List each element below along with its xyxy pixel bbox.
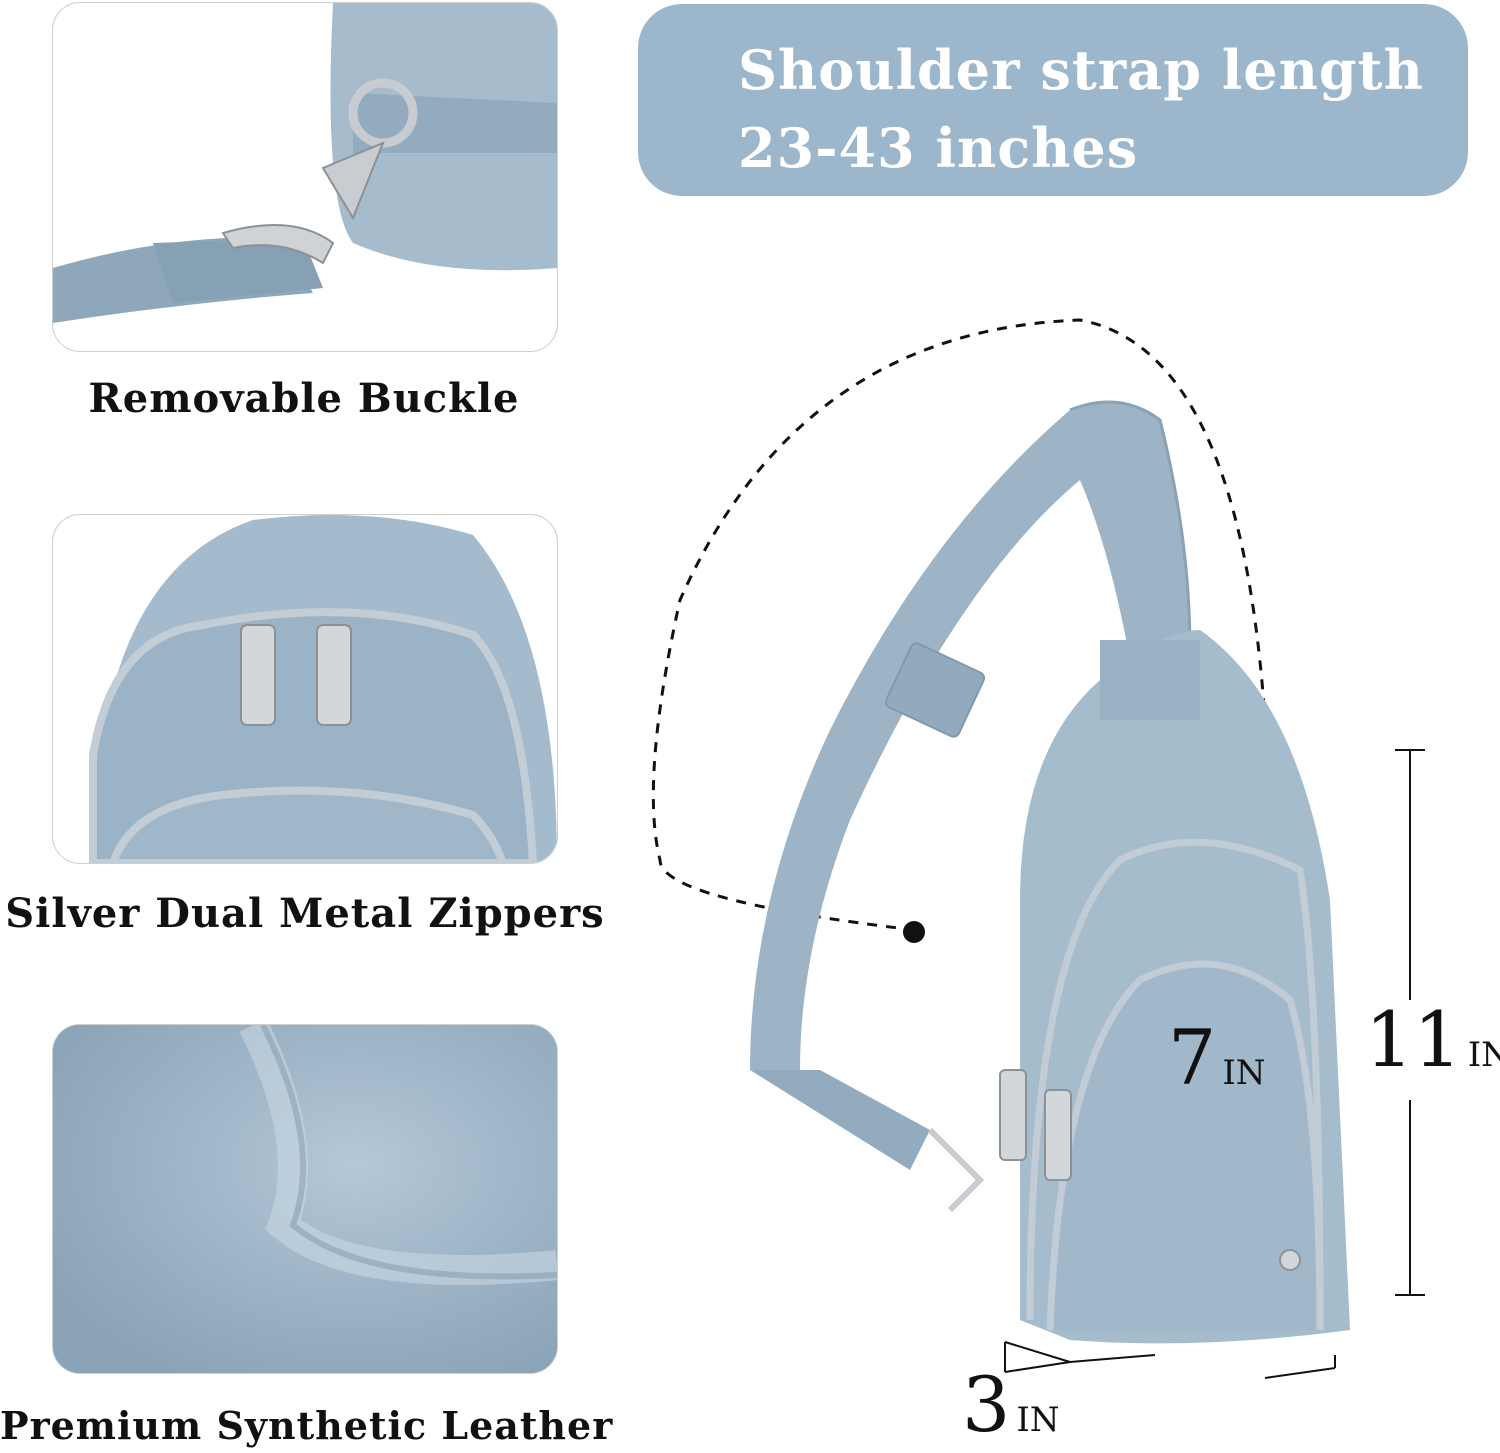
feature-caption-leather: Premium Synthetic Leather: [0, 1403, 614, 1448]
strap-length-dotted-line: [651, 318, 1267, 932]
depth-unit: IN: [1016, 1400, 1060, 1440]
feature-caption-removable-buckle: Removable Buckle: [88, 375, 520, 422]
height-unit: IN: [1467, 1035, 1500, 1075]
width-unit: IN: [1222, 1053, 1266, 1093]
height-value: 11: [1365, 995, 1462, 1084]
feature-caption-silver-zippers: Silver Dual Metal Zippers: [5, 890, 605, 937]
leather-photo: [52, 1024, 558, 1374]
zipper-photo: [52, 514, 558, 864]
buckle-photo: [52, 2, 558, 352]
banner-line-1: Shoulder strap length: [738, 38, 1424, 102]
strap-length-banner: Shoulder strap length 23-43 inches: [638, 4, 1468, 196]
sling-bag-image: [651, 318, 1425, 1379]
depth-value: 3: [962, 1360, 1011, 1449]
width-value: 7: [1168, 1013, 1217, 1102]
banner-line-2: 23-43 inches: [738, 116, 1139, 180]
strap-end-dot-bottom: [903, 921, 925, 943]
